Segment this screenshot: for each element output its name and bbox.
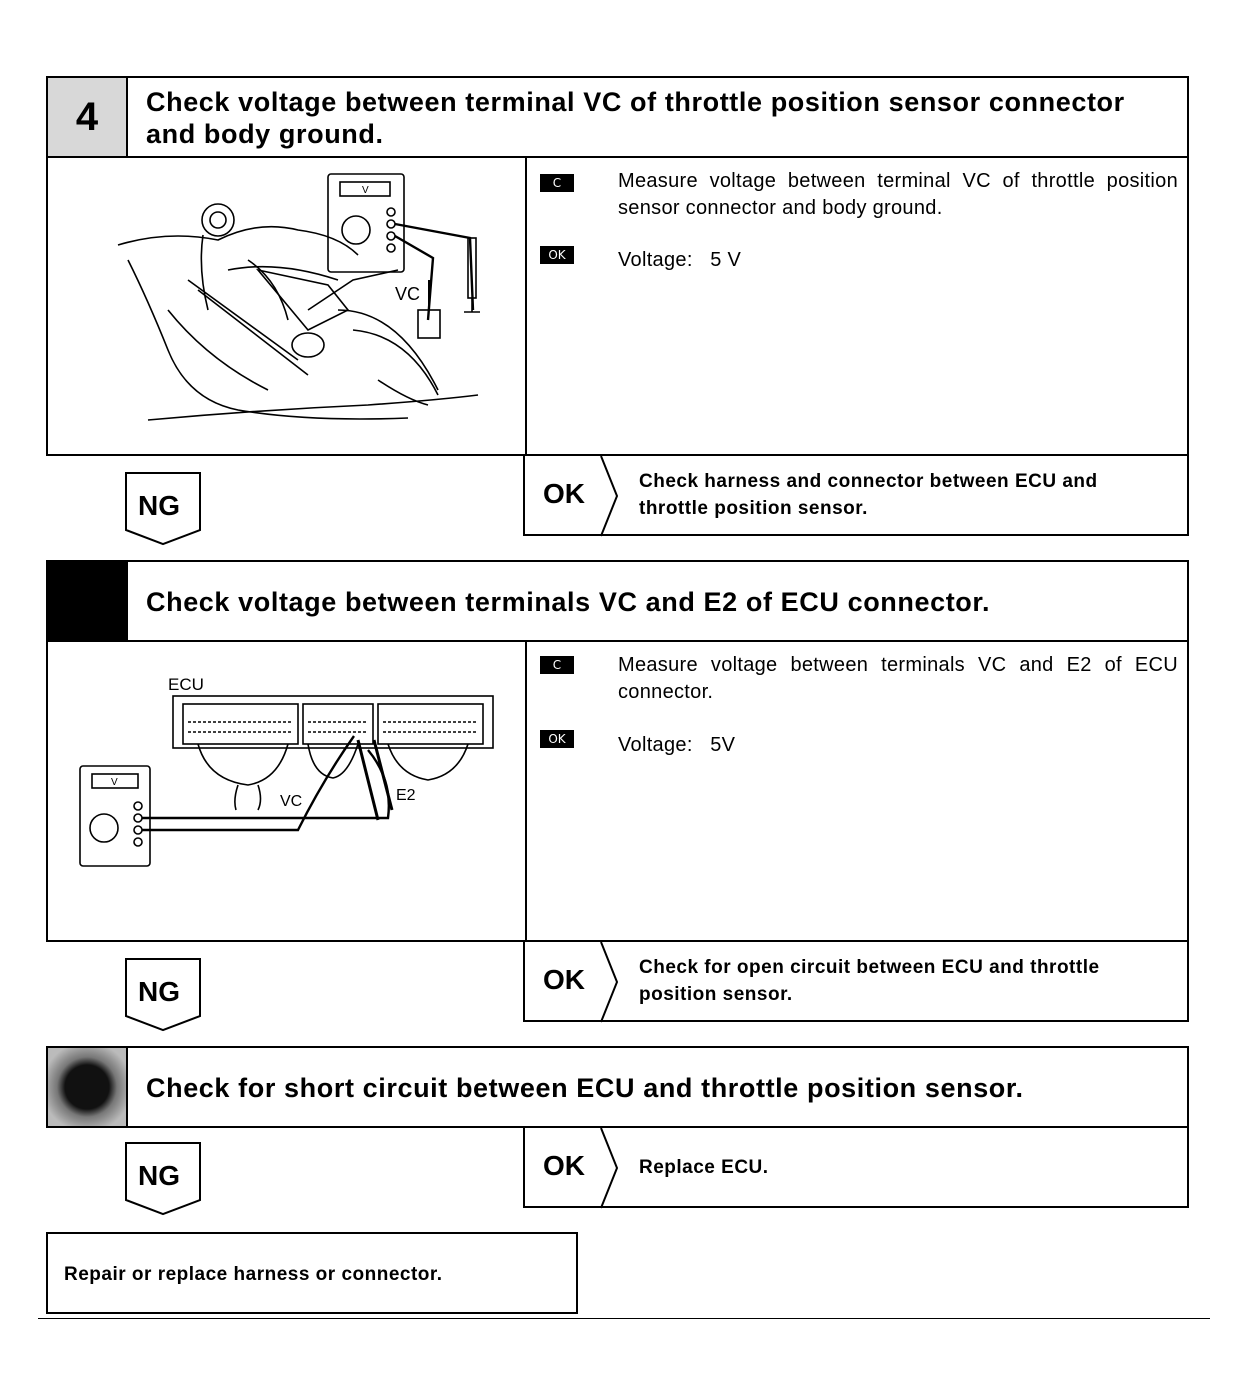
step5-check-tag: C [540, 656, 574, 674]
step4-title: Check voltage between terminal VC of thr… [146, 87, 1125, 149]
step5-figure-e2-label: E2 [396, 787, 416, 804]
step4-figure-vc-label: VC [395, 284, 420, 304]
step4-ok-text: Voltage: 5 V [618, 249, 742, 271]
step6-header: Check for short circuit between ECU and … [46, 1046, 1189, 1128]
step5-figure-vc-label: VC [280, 793, 302, 810]
step5-figure-meter-label: V [111, 777, 118, 788]
step6-ok-branch: OK Replace ECU. [523, 1126, 1189, 1209]
step4-ok-branch: OK Check harness and connector between E… [523, 454, 1189, 537]
step5-header: Check voltage between terminals VC and E… [46, 560, 1189, 642]
step4-ok-branch-text: Check harness and connector between ECU … [639, 471, 1098, 519]
bottom-rule [38, 1318, 1210, 1319]
step6-ok-chevron [600, 1127, 619, 1209]
step5-ok-branch-label: OK [543, 964, 585, 995]
step5-ng-label: NG [138, 976, 180, 1007]
step4-number-badge: 4 [48, 78, 128, 156]
step6-ok-branch-label: OK [543, 1150, 585, 1181]
step5-figure: ECU V VC E2 [79, 675, 494, 867]
final-action-box: Repair or replace harness or connector. [46, 1232, 578, 1314]
step5-ok-chevron [600, 941, 619, 1023]
step4-ng-arrow [125, 472, 201, 546]
step4-ok-chevron [600, 455, 619, 537]
step4-header: 4 Check voltage between terminal VC of t… [46, 76, 1189, 158]
step4-body: V VC C Measure voltage between terminal … [46, 156, 1189, 456]
step4-ng-label: NG [138, 490, 180, 521]
step4-check-text: Measure voltage between terminal VC of t… [618, 170, 1178, 219]
step5-figure-ecu-label: ECU [168, 675, 204, 694]
step6-ng-arrow [125, 1142, 201, 1216]
step4-figure: V VC [117, 173, 480, 421]
step5-title: Check voltage between terminals VC and E… [146, 587, 991, 617]
step5-number-badge [48, 562, 128, 640]
step5-ok-text: Voltage: 5V [618, 734, 736, 756]
step4-number: 4 [75, 94, 99, 139]
step4-check-tag: C [540, 174, 574, 192]
step5-divider [525, 640, 527, 940]
step6-number-badge [48, 1048, 128, 1126]
step6-ng-label: NG [138, 1160, 180, 1191]
step5-ok-tag: OK [540, 730, 574, 748]
step5-ok-branch: OK Check for open circuit between ECU an… [523, 940, 1189, 1023]
step5-body: ECU V VC E2 C Measure voltage between te… [46, 640, 1189, 942]
step4-figure-meter-label: V [362, 185, 369, 196]
final-action-text: Repair or replace harness or connector. [64, 1264, 443, 1285]
step4-ok-branch-label: OK [543, 478, 585, 509]
step5-check-text: Measure voltage between terminals VC and… [618, 654, 1178, 703]
step6-ok-branch-text: Replace ECU. [639, 1157, 769, 1178]
step4-divider [525, 156, 527, 454]
step6-title: Check for short circuit between ECU and … [146, 1073, 1024, 1103]
step5-ng-arrow [125, 958, 201, 1032]
step4-ok-tag: OK [540, 246, 574, 264]
step5-ok-branch-text: Check for open circuit between ECU and t… [639, 957, 1100, 1005]
